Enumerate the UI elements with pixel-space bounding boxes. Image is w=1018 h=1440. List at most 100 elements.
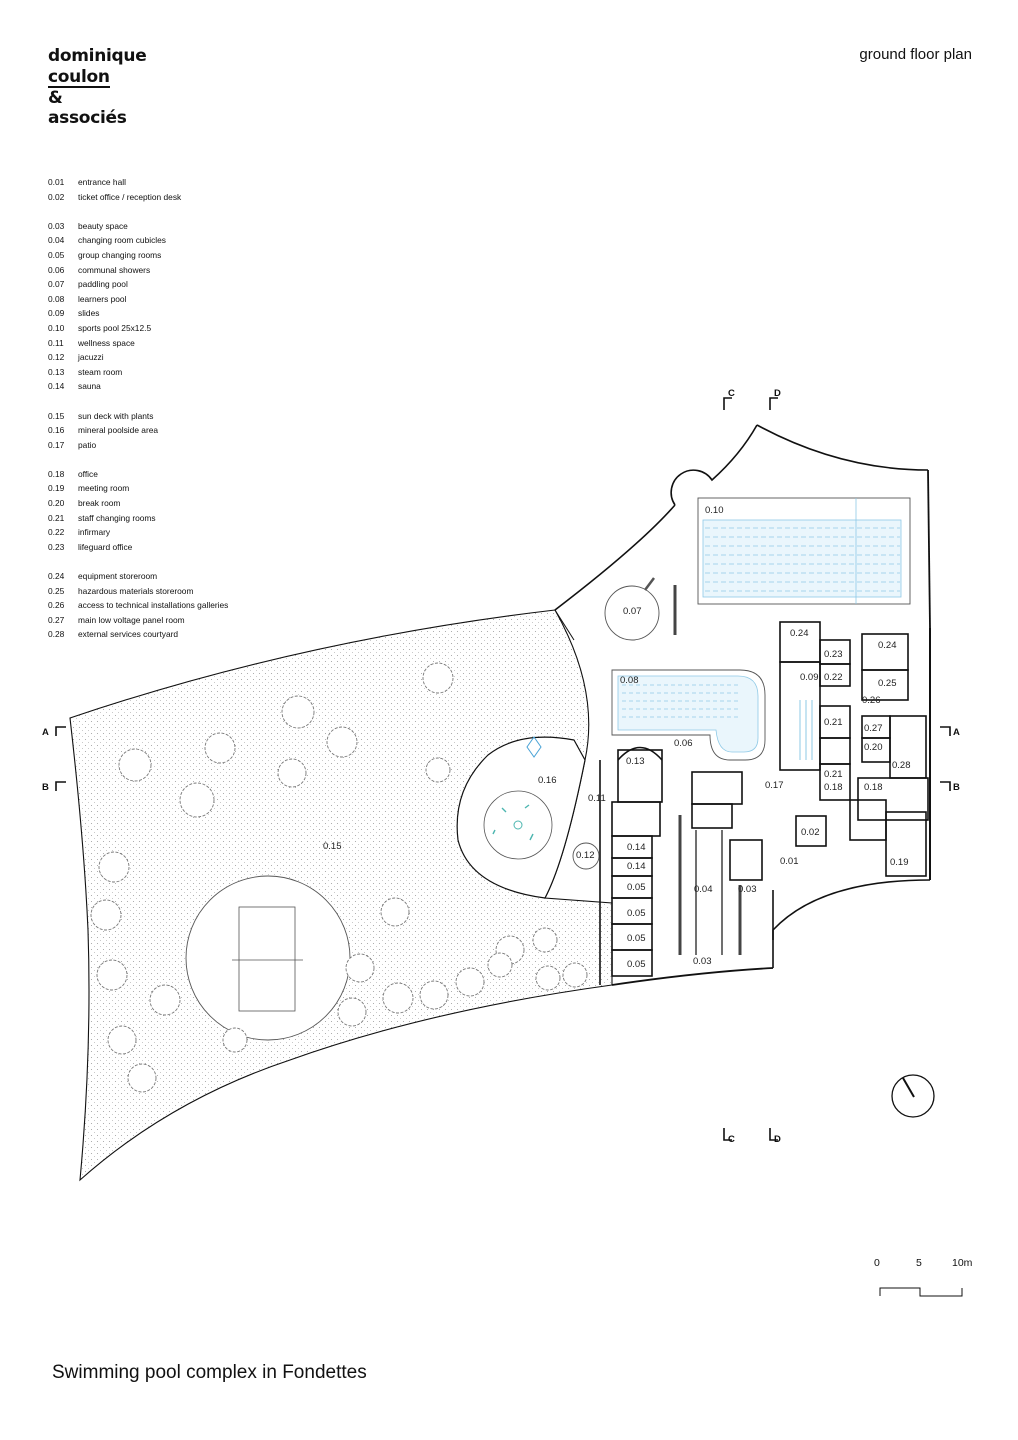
tree-icon <box>277 758 307 788</box>
svg-text:0.03: 0.03 <box>693 956 712 967</box>
section-mark-a: A <box>42 727 49 738</box>
tree-icon <box>345 953 375 983</box>
tree-icon <box>382 982 414 1014</box>
jacuzzi <box>572 842 600 870</box>
svg-text:0.12: 0.12 <box>576 850 595 861</box>
svg-text:0.10: 0.10 <box>705 505 724 516</box>
svg-text:0.21: 0.21 <box>824 717 843 728</box>
logo-line-4: associés <box>48 108 127 128</box>
building-walls <box>554 424 931 986</box>
learners-pool <box>611 669 766 761</box>
tree-icon <box>179 782 215 818</box>
svg-text:0.20: 0.20 <box>864 742 883 753</box>
svg-text:0.02: 0.02 <box>801 827 820 838</box>
svg-text:0.05: 0.05 <box>627 959 646 970</box>
svg-text:0.11: 0.11 <box>588 793 606 804</box>
tree-icon <box>118 748 152 782</box>
slides <box>799 700 813 760</box>
tree-icon <box>222 1027 248 1053</box>
tree-icon <box>419 980 449 1010</box>
svg-text:0.06: 0.06 <box>674 738 693 749</box>
firm-logo: dominique coulon & associés <box>48 46 147 129</box>
svg-text:0.05: 0.05 <box>627 882 646 893</box>
svg-text:0.24: 0.24 <box>790 628 809 639</box>
svg-text:0.23: 0.23 <box>824 649 843 660</box>
svg-text:0.24: 0.24 <box>878 640 897 651</box>
room-walls <box>611 621 929 977</box>
section-markers <box>55 397 951 1141</box>
tree-icon <box>425 757 451 783</box>
svg-text:0.18: 0.18 <box>824 782 843 793</box>
svg-text:0.27: 0.27 <box>864 723 883 734</box>
section-mark-b-right: B <box>953 782 960 793</box>
svg-text:0.16: 0.16 <box>538 775 557 786</box>
planting-circle <box>483 790 553 860</box>
svg-text:0.17: 0.17 <box>765 780 784 791</box>
svg-text:0.13: 0.13 <box>626 756 645 767</box>
svg-text:0.14: 0.14 <box>627 842 646 853</box>
tree-icon <box>149 984 181 1016</box>
paddling-pool <box>604 577 660 641</box>
svg-text:0.09: 0.09 <box>800 672 819 683</box>
svg-text:0.04: 0.04 <box>694 884 713 895</box>
svg-text:0.07: 0.07 <box>623 606 642 617</box>
scale-label-end: 10m <box>952 1257 973 1269</box>
tree-icon <box>562 962 588 988</box>
svg-text:0.05: 0.05 <box>627 908 646 919</box>
section-mark-a-right: A <box>953 727 960 738</box>
svg-text:0.28: 0.28 <box>892 760 911 771</box>
svg-text:0.15: 0.15 <box>323 841 342 852</box>
trees <box>90 662 588 1093</box>
svg-text:0.22: 0.22 <box>824 672 843 683</box>
tree-icon <box>96 959 128 991</box>
fountain-icon <box>513 820 523 830</box>
tree-icon <box>127 1063 157 1093</box>
section-mark-b: B <box>42 782 49 793</box>
svg-text:0.18: 0.18 <box>864 782 883 793</box>
tree-icon <box>326 726 358 758</box>
svg-text:0.21: 0.21 <box>824 769 843 780</box>
svg-text:0.26: 0.26 <box>862 695 881 706</box>
tree-icon <box>98 851 130 883</box>
tree-icon <box>455 967 485 997</box>
tennis-court <box>185 875 351 1041</box>
tree-icon <box>422 662 454 694</box>
svg-text:0.05: 0.05 <box>627 933 646 944</box>
sports-pool <box>697 497 911 605</box>
section-mark-c-bottom: C <box>728 1134 735 1145</box>
tree-icon <box>532 927 558 953</box>
scale-bar <box>879 1287 963 1297</box>
section-mark-d: D <box>774 388 781 399</box>
tree-icon <box>281 695 315 729</box>
svg-text:0.25: 0.25 <box>878 678 897 689</box>
tree-icon <box>535 965 561 991</box>
tree-icon <box>337 997 367 1027</box>
svg-text:0.19: 0.19 <box>890 857 909 868</box>
logo-line-3: & <box>48 87 63 108</box>
room-labels: 0.10 0.07 0.08 0.06 0.24 0.23 0.09 0.22 … <box>323 505 911 970</box>
scale-label-zero: 0 <box>874 1257 880 1269</box>
north-arrow-icon <box>891 1074 935 1118</box>
